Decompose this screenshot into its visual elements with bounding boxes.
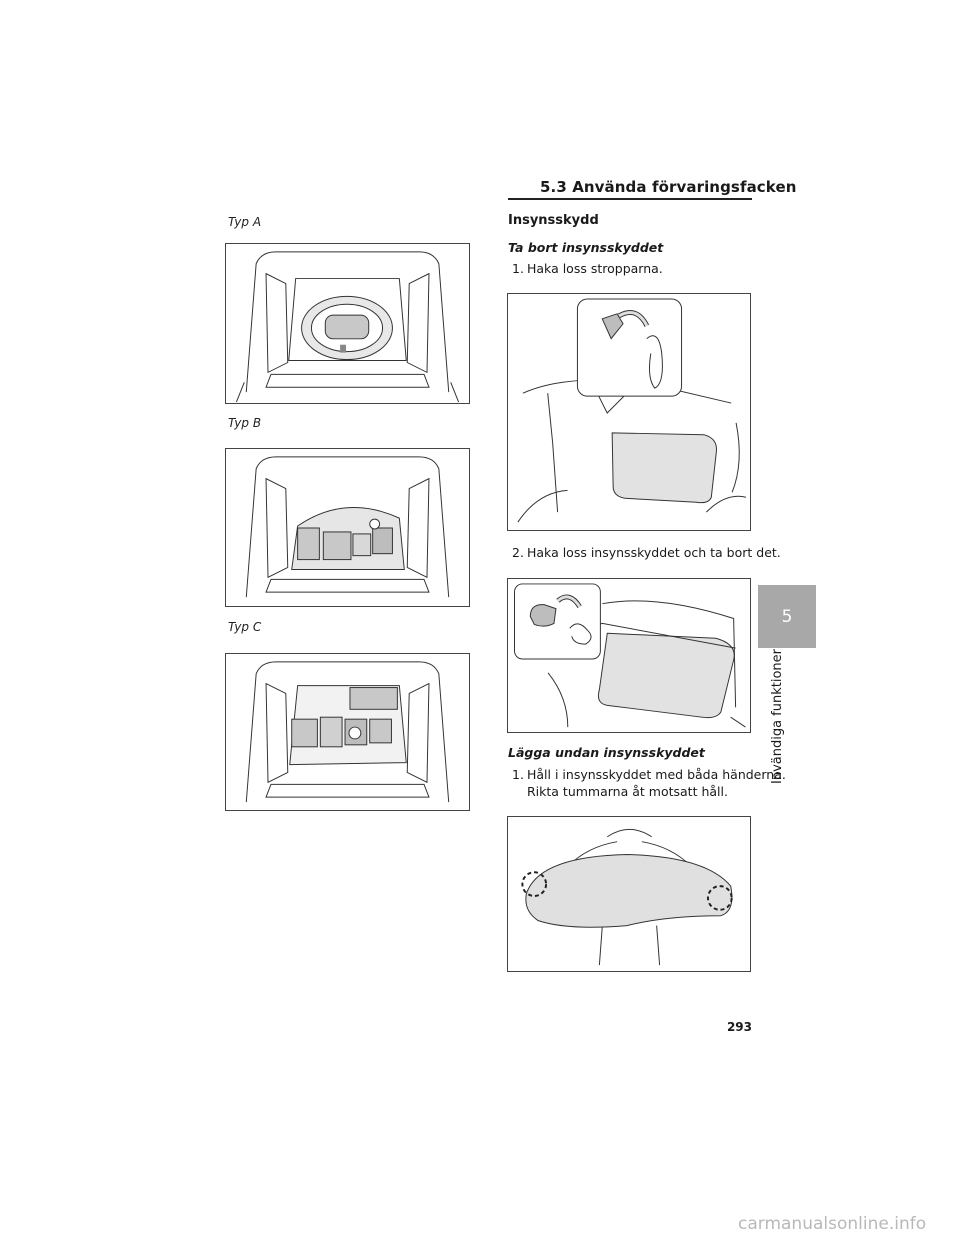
page-number: 293 [726, 1020, 752, 1034]
header-rule [508, 198, 752, 200]
chapter-number: 5 [781, 606, 793, 627]
step-number: 1. [512, 767, 524, 782]
caption-type-c: Typ C [228, 620, 262, 634]
figure-hold-cover [507, 816, 751, 972]
caption-type-b: Typ B [228, 416, 262, 430]
caption-type-a: Typ A [228, 215, 262, 229]
tailgate-straps-illustration [517, 298, 747, 523]
step-text: Haka loss insynsskyddet och ta bort det. [527, 545, 781, 560]
figure-type-c [225, 653, 470, 811]
step-number: 1. [512, 261, 524, 276]
figure-type-a [225, 243, 470, 404]
figure-type-b [225, 448, 470, 607]
figure-remove-cover [507, 578, 751, 733]
trunk-tool-tray-c-illustration [245, 661, 450, 803]
remove-cover-illustration [514, 583, 746, 728]
section-header-title: 5.3 Använda förvaringsfacken [540, 178, 797, 196]
subheading-remove: Ta bort insynsskyddet [508, 240, 664, 255]
trunk-tool-tray-b-illustration [245, 456, 450, 598]
section-title: Insynsskydd [508, 213, 599, 228]
step-number: 2. [512, 545, 524, 560]
figure-unhook-straps [507, 293, 751, 531]
chapter-tab: 5 [758, 585, 816, 648]
step-text: Haka loss stropparna. [527, 261, 663, 276]
step-text-line-2: Rikta tummarna åt motsatt håll. [527, 784, 728, 799]
chapter-title: Invändiga funktioner [770, 648, 785, 784]
subheading-stow: Lägga undan insynsskyddet [508, 745, 705, 760]
hold-cover-illustration [521, 828, 733, 966]
trunk-spare-wheel-illustration [235, 251, 460, 403]
watermark: carmanualsonline.info [738, 1214, 927, 1234]
chapter-title-vertical: Invändiga funktioner [770, 649, 790, 790]
step-text-line-1: Håll i insynsskyddet med båda händerna. [527, 767, 786, 782]
